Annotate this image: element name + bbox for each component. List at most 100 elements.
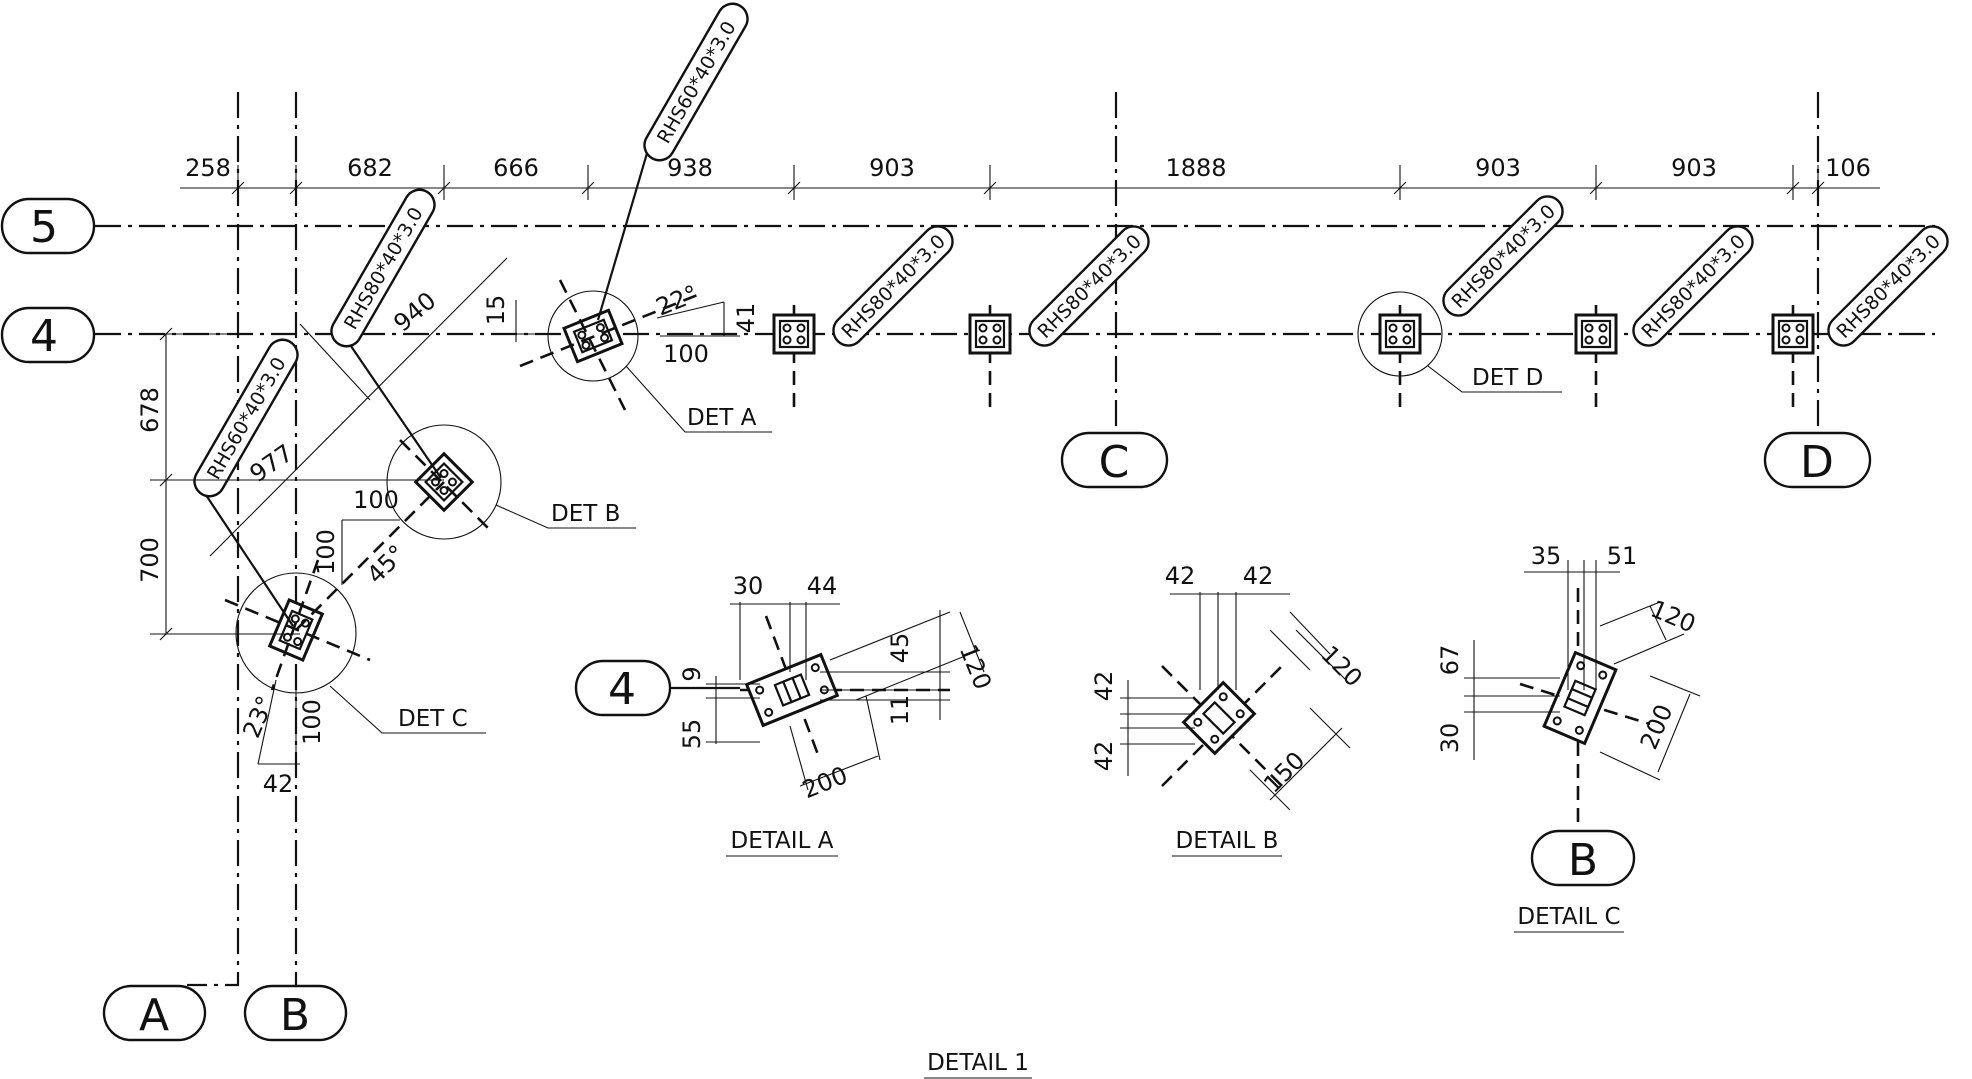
- detail-c-dim-35: 35: [1531, 542, 1562, 570]
- member-label-5: RHS80*40*3.0: [1033, 230, 1146, 343]
- angle-22: 22°: [652, 280, 702, 322]
- member-capsule-1: RHS60*40*3.0: [643, 2, 749, 162]
- detail-c-dim-200: 200: [1635, 700, 1679, 753]
- detail-b-dim-42-d: 42: [1090, 741, 1118, 772]
- dim-100-c: 100: [312, 529, 340, 575]
- post-plate-5: [1771, 313, 1815, 355]
- detail-a-dim-11: 11: [886, 695, 914, 726]
- detail-a-grid-label: 4: [608, 664, 636, 715]
- grid-line-a: [187, 92, 240, 987]
- grid-lines: [95, 92, 1935, 987]
- detail-c-dim-51: 51: [1607, 542, 1638, 570]
- dim-100-a: 100: [663, 340, 709, 368]
- detail-b-dim-42-b: 42: [1243, 562, 1274, 590]
- detail-a-dim-44: 44: [807, 572, 838, 600]
- dim-42: 42: [263, 770, 294, 798]
- detail-a-dim-200: 200: [799, 761, 852, 804]
- dim-666: 666: [493, 154, 539, 182]
- dim-700: 700: [136, 537, 164, 583]
- grid-bubble-5: 5: [0, 197, 96, 255]
- det-a-circle: [547, 290, 639, 382]
- detail-a-dim-45: 45: [886, 633, 914, 664]
- angle-45: 45°: [361, 539, 411, 589]
- grid-label-4: 4: [30, 311, 58, 362]
- post-centerlines: [792, 305, 1795, 410]
- grid-label-a: A: [139, 990, 169, 1041]
- detail-c-dim-67: 67: [1436, 645, 1464, 676]
- grid-label-c: C: [1099, 437, 1130, 488]
- dim-106: 106: [1825, 154, 1871, 182]
- dim-903-2: 903: [1475, 154, 1521, 182]
- grid-label-5: 5: [30, 202, 58, 253]
- dim-903-3: 903: [1671, 154, 1717, 182]
- dim-682: 682: [347, 154, 393, 182]
- member-capsule-3: RHS60*40*3.0: [193, 338, 299, 498]
- member-label-1: RHS60*40*3.0: [653, 18, 741, 148]
- detail-circles: [235, 290, 1443, 694]
- detail-c-grid-label: B: [1568, 835, 1598, 886]
- detail-a-dim-30: 30: [733, 572, 764, 600]
- detail-b-dim-42-c: 42: [1090, 671, 1118, 702]
- grid-bubble-d: D: [1763, 431, 1872, 489]
- member-label-7: RHS80*40*3.0: [1637, 230, 1750, 343]
- detail-c-dim-30: 30: [1436, 723, 1464, 754]
- det-d-circle: [1357, 291, 1443, 377]
- angled-centerlines: [224, 279, 701, 691]
- angle-23: 23°: [237, 692, 279, 742]
- detail-a-title: DETAIL A: [731, 828, 834, 854]
- post-plates-row-4: [772, 313, 1815, 355]
- member-capsule-5: RHS80*40*3.0: [1028, 225, 1150, 347]
- det-d-label: DET D: [1472, 365, 1543, 391]
- member-label-8: RHS80*40*3.0: [1832, 230, 1945, 343]
- dim-938: 938: [667, 154, 713, 182]
- member-label-4: RHS80*40*3.0: [837, 230, 950, 343]
- post-plate-1: [772, 313, 816, 355]
- dim-100-d: 100: [298, 699, 326, 745]
- detail-a-dim-9: 9: [678, 666, 706, 681]
- det-b-circle: [386, 424, 502, 540]
- dim-940: 940: [388, 286, 441, 337]
- detail-a-dim-55: 55: [678, 719, 706, 750]
- post-plate-4: [1574, 313, 1618, 355]
- detail-a: 4 30 44 9 55 45 11 120 200: [574, 572, 997, 857]
- detail-b: 42 42 42 42 120 150 DETAIL B: [1090, 562, 1368, 857]
- det-c-label: DET C: [398, 706, 468, 732]
- member-capsule-6: RHS80*40*3.0: [1442, 195, 1564, 317]
- dim-15: 15: [482, 295, 510, 326]
- detail-c-dim-120: 120: [1647, 595, 1700, 639]
- member-capsule-8: RHS80*40*3.0: [1827, 225, 1949, 347]
- member-label-6: RHS80*40*3.0: [1447, 200, 1560, 313]
- member-capsule-7: RHS80*40*3.0: [1632, 225, 1754, 347]
- detail-a-dim-120: 120: [954, 641, 997, 694]
- grid-bubble-a: A: [102, 984, 207, 1042]
- dim-100-b: 100: [353, 486, 399, 514]
- post-plate-2: [968, 313, 1012, 355]
- detail-c-title: DETAIL C: [1517, 904, 1620, 930]
- dim-678: 678: [136, 387, 164, 433]
- grid-bubble-4: 4: [0, 306, 96, 364]
- member-leaders: [195, 142, 652, 627]
- dim-1888: 1888: [1165, 154, 1226, 182]
- detail-b-dim-150: 150: [1258, 746, 1310, 798]
- top-dimension-chain: 258 682 666 938 903 1888 903 903 106: [180, 154, 1880, 200]
- det-b-label: DET B: [551, 501, 620, 527]
- grid-bubbles: 5 4 A B C D: [0, 197, 1872, 1042]
- grid-bubble-c: C: [1060, 431, 1169, 489]
- detail-c-grid-bubble: [1530, 829, 1636, 887]
- dim-258: 258: [185, 154, 231, 182]
- grid-bubble-b: B: [243, 984, 348, 1042]
- detail-c: 35 51 67 30 120 200 B DETAIL C: [1436, 542, 1701, 933]
- detail-b-dim-42-a: 42: [1165, 562, 1196, 590]
- detail-b-dim-120: 120: [1316, 640, 1368, 692]
- member-capsule-2: RHS80*40*3.0: [330, 188, 436, 348]
- drawing-title: DETAIL 1: [927, 1050, 1029, 1076]
- plan-dimensions: [150, 257, 740, 770]
- post-plate-3: [1378, 313, 1422, 355]
- dim-977: 977: [245, 439, 299, 488]
- grid-label-d: D: [1800, 437, 1834, 488]
- det-a-label: DET A: [687, 405, 757, 431]
- grid-label-b: B: [280, 990, 310, 1041]
- detail-leaders: [329, 365, 1562, 734]
- member-capsule-4: RHS80*40*3.0: [832, 225, 954, 347]
